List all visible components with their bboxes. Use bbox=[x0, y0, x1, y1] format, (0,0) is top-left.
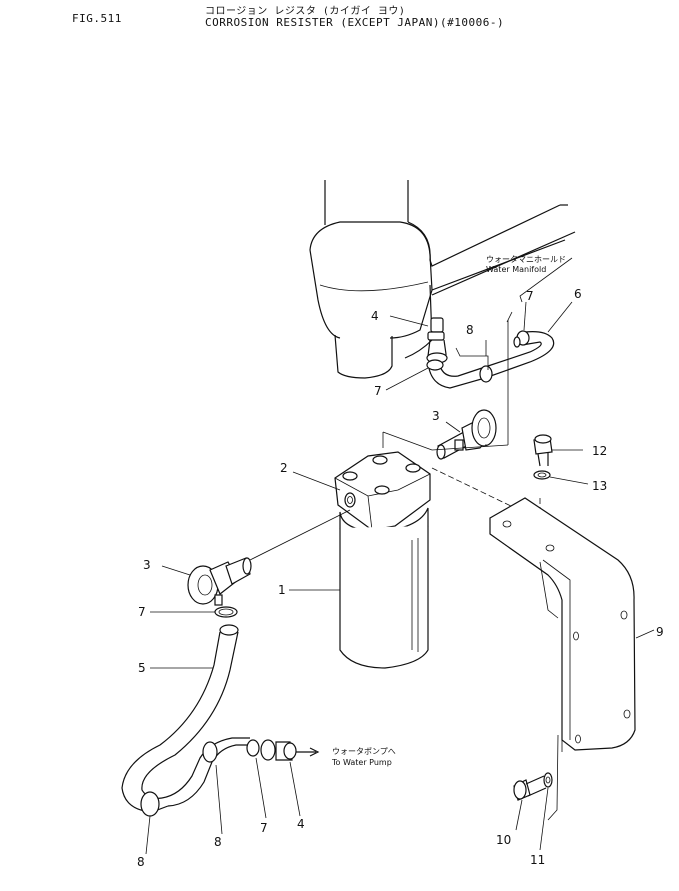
title-katakana: コロージョン レジスタ (カイガイ ヨウ) bbox=[205, 6, 406, 17]
water-manifold-label-jp: ウォータマニホールド bbox=[486, 255, 566, 264]
to-water-pump-label: To Water Pump bbox=[331, 758, 392, 767]
callout-2: 2 bbox=[280, 461, 288, 475]
lower-hose bbox=[121, 624, 250, 817]
callout-7-upper-right: 7 bbox=[526, 289, 534, 303]
page-title: CORROSION RESISTER (EXCEPT JAPAN)(#10006… bbox=[205, 16, 505, 29]
callout-10: 10 bbox=[496, 833, 511, 847]
callout-8-lower-left: 8 bbox=[137, 855, 145, 869]
callout-4-lower: 4 bbox=[297, 817, 305, 831]
fitting-3-lower bbox=[187, 509, 351, 606]
callout-7-upper-left: 7 bbox=[374, 384, 382, 398]
callout-8-upper: 8 bbox=[466, 323, 474, 337]
callout-leaders bbox=[145, 257, 655, 855]
upper-hose-assembly bbox=[426, 330, 555, 389]
callout-3-upper: 3 bbox=[432, 409, 440, 423]
fitting-3-upper bbox=[436, 409, 497, 460]
mounting-bracket bbox=[489, 497, 636, 821]
figure-number: FIG.511 bbox=[72, 12, 122, 25]
callout-7-lower-left: 7 bbox=[138, 605, 146, 619]
callout-9: 9 bbox=[656, 625, 664, 639]
callout-5: 5 bbox=[138, 661, 146, 675]
callout-11: 11 bbox=[530, 853, 545, 867]
filter-body bbox=[339, 507, 429, 669]
fitting-4-upper bbox=[426, 317, 448, 365]
filter-head bbox=[334, 451, 431, 531]
bolt-12 bbox=[533, 434, 553, 480]
callout-1: 1 bbox=[278, 583, 286, 597]
callout-12: 12 bbox=[592, 444, 607, 458]
callout-6: 6 bbox=[574, 287, 582, 301]
bolt-10 bbox=[513, 772, 553, 801]
pump-fittings bbox=[246, 739, 320, 761]
callout-7-lower: 7 bbox=[260, 821, 268, 835]
callout-4-upper: 4 bbox=[371, 309, 379, 323]
clamp-7-left bbox=[214, 606, 238, 618]
water-manifold-label: Water Manifold bbox=[486, 265, 546, 274]
callout-13: 13 bbox=[592, 479, 607, 493]
engine-manifold-body bbox=[309, 180, 576, 379]
callout-8-lower: 8 bbox=[214, 835, 222, 849]
to-water-pump-label-jp: ウォータポンプへ bbox=[332, 747, 396, 756]
callout-3-lower: 3 bbox=[143, 558, 151, 572]
